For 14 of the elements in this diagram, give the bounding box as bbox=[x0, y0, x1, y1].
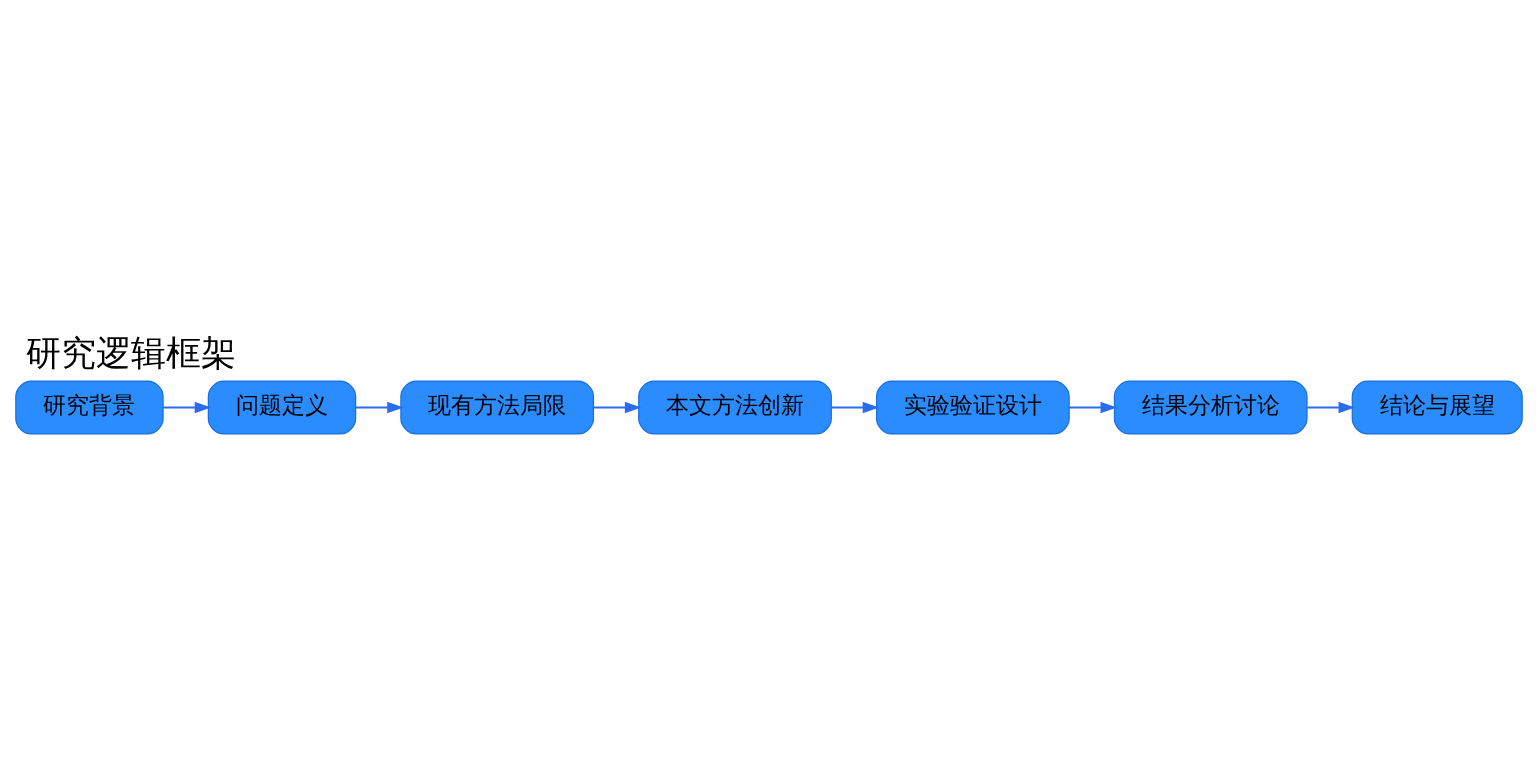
arrow bbox=[162, 401, 212, 414]
node-box: 现有方法局限 bbox=[400, 380, 595, 435]
node-box: 结果分析讨论 bbox=[1113, 380, 1308, 435]
arrow bbox=[1068, 401, 1117, 414]
arrow bbox=[1306, 401, 1355, 414]
node-box: 本文方法创新 bbox=[638, 380, 832, 435]
arrow bbox=[830, 401, 880, 414]
arrow bbox=[354, 401, 404, 414]
node-box: 结论与展望 bbox=[1351, 380, 1523, 435]
diagram-title: 研究逻辑框架 bbox=[25, 332, 236, 374]
node-box: 问题定义 bbox=[207, 380, 357, 435]
node-box: 实验验证设计 bbox=[875, 380, 1070, 435]
node-box: 研究背景 bbox=[15, 380, 164, 435]
arrow bbox=[592, 401, 642, 414]
